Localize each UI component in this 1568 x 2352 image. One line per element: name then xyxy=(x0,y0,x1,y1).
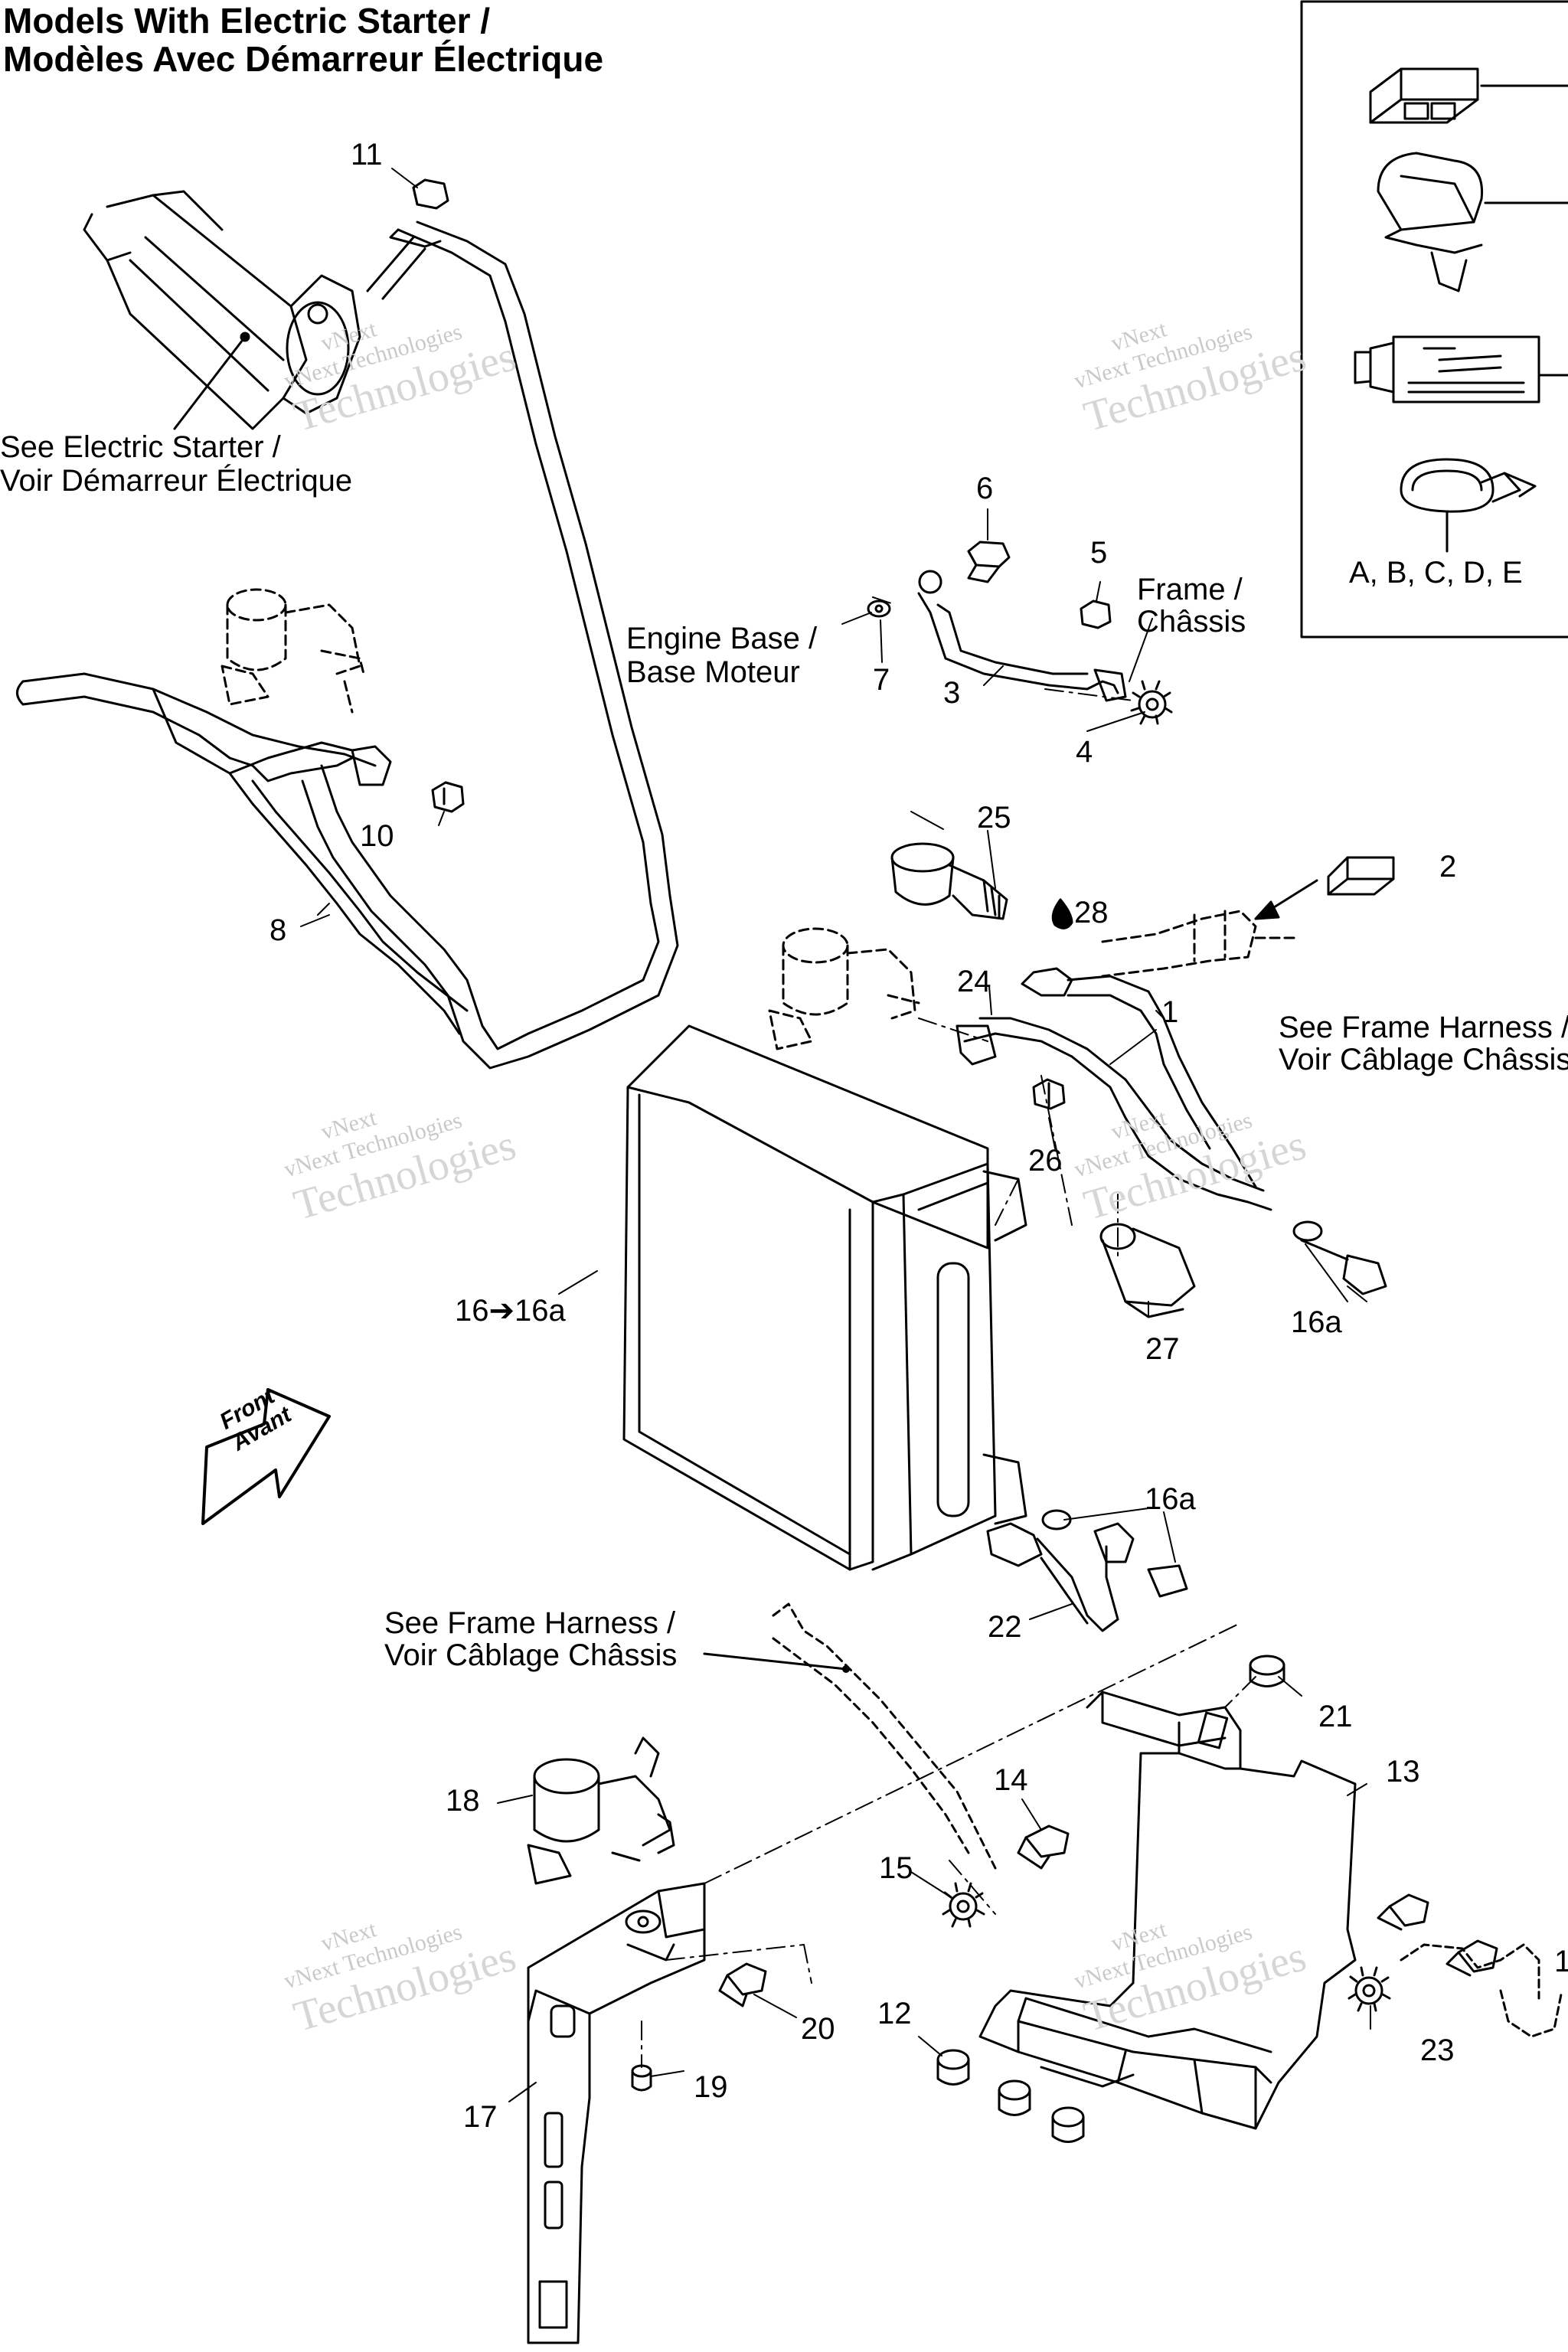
callout-18: 18 xyxy=(446,1784,480,1818)
legend-letters: A, B, C, D, E xyxy=(1349,556,1523,590)
frame-harness-connector-top xyxy=(1101,910,1295,978)
callout-21: 21 xyxy=(1318,1700,1353,1733)
cable-22 xyxy=(986,1522,1135,1632)
callout-11: 11 xyxy=(351,138,383,172)
leader-lines xyxy=(300,168,1371,2102)
star-washer-23 xyxy=(1348,1966,1391,2012)
bolts-right xyxy=(1377,1893,1498,1977)
star-washer-4 xyxy=(1130,680,1173,725)
clip-icon xyxy=(1377,152,1568,292)
alignment-lines xyxy=(641,596,1256,2068)
sealant-tube-icon xyxy=(1354,335,1568,403)
callout-25: 25 xyxy=(977,801,1011,835)
label-frame-2: Châssis xyxy=(1137,605,1246,639)
label-engine-base-2: Base Moteur xyxy=(626,655,800,689)
page-title-line1: Models With Electric Starter / xyxy=(3,1,491,41)
ground-cable-3 xyxy=(917,570,1127,702)
frame-harness-lower xyxy=(772,1602,997,1870)
callout-15: 15 xyxy=(879,1851,913,1885)
solenoid-18 xyxy=(527,1736,675,1885)
fuse-icon xyxy=(1369,67,1568,124)
electric-starter xyxy=(83,190,426,430)
bolt-16a-right xyxy=(1292,1220,1387,1295)
legend-box xyxy=(1300,0,1568,639)
starter-cable xyxy=(301,220,679,1070)
callout-7: 7 xyxy=(873,663,890,697)
front-arrow-icon xyxy=(201,1388,331,1525)
star-washer-15 xyxy=(942,1882,985,1928)
label-see-electric-starter-2: Voir Démarreur Électrique xyxy=(0,464,353,498)
callout-20: 20 xyxy=(801,2012,835,2046)
battery-bracket-13 xyxy=(978,1690,1357,2130)
nut-10 xyxy=(431,781,465,813)
callout-28: 28 xyxy=(1074,896,1109,929)
callout-3: 3 xyxy=(943,676,961,710)
grommets-12 xyxy=(936,2049,1085,2143)
callout-17: 17 xyxy=(463,2100,498,2134)
callout-6: 6 xyxy=(976,472,994,505)
lock-washer-7 xyxy=(867,599,891,618)
harness-arrowhead xyxy=(1254,900,1280,920)
mounting-bracket-17 xyxy=(527,1882,706,2344)
battery-16 xyxy=(622,1024,1027,1571)
grommet-19 xyxy=(631,2064,652,2092)
callout-12: 12 xyxy=(877,1997,912,2030)
callout-27: 27 xyxy=(1145,1332,1180,1366)
grease-drop-icon xyxy=(1051,898,1073,929)
page-title-line2: Modèles Avec Démarreur Électrique xyxy=(3,39,604,79)
callout-5: 5 xyxy=(1090,536,1108,570)
label-frame-harness-left-2: Voir Câblage Châssis xyxy=(384,1638,678,1672)
bolt-20 xyxy=(718,1962,767,2007)
callout-2: 2 xyxy=(1439,850,1457,884)
cable-8 xyxy=(16,672,469,1035)
callout-10: 10 xyxy=(360,819,394,853)
callout-24: 24 xyxy=(957,965,991,998)
callout-16-16a: 16➔16a xyxy=(455,1294,566,1328)
solenoid-top-left xyxy=(220,588,365,714)
cable-1 xyxy=(956,967,1272,1211)
label-frame-harness-right-1: See Frame Harness / xyxy=(1279,1011,1568,1044)
label-see-electric-starter-1: See Electric Starter / xyxy=(0,430,281,464)
callout-13: 13 xyxy=(1386,1755,1420,1788)
nut-5 xyxy=(1080,599,1112,629)
callout-22: 22 xyxy=(988,1610,1022,1644)
callout-8: 8 xyxy=(270,913,287,947)
callout-14: 14 xyxy=(994,1763,1028,1797)
callout-1-cut: 1 xyxy=(1554,1945,1568,1978)
frame-harness-leader xyxy=(703,1652,848,1671)
callout-1: 1 xyxy=(1161,995,1179,1029)
bolt-14 xyxy=(1017,1824,1070,1870)
grommet-21 xyxy=(1249,1655,1285,1687)
callout-19: 19 xyxy=(694,2070,728,2104)
dashed-cable-end xyxy=(1400,1943,1563,2038)
callout-23: 23 xyxy=(1420,2034,1455,2067)
callout-16a-right: 16a xyxy=(1291,1305,1342,1339)
bolt-26 xyxy=(1032,1078,1066,1110)
label-frame-harness-left-1: See Frame Harness / xyxy=(384,1606,676,1640)
callout-16a-lower: 16a xyxy=(1145,1482,1196,1516)
cable-tie-icon xyxy=(1400,458,1537,553)
label-engine-base-1: Engine Base / xyxy=(626,622,818,655)
callout-26: 26 xyxy=(1028,1144,1063,1178)
callout-4: 4 xyxy=(1076,735,1093,769)
label-frame-1: Frame / xyxy=(1137,573,1243,606)
bolt-16a-lower xyxy=(1041,1509,1188,1598)
label-frame-harness-right-2: Voir Câblage Châssis xyxy=(1279,1043,1568,1076)
terminal-cap-25 xyxy=(890,842,1008,920)
nut-11 xyxy=(412,178,449,210)
solenoid-mid xyxy=(768,927,920,1050)
bolt-6 xyxy=(967,541,1011,583)
fuse-2 xyxy=(1327,856,1395,896)
